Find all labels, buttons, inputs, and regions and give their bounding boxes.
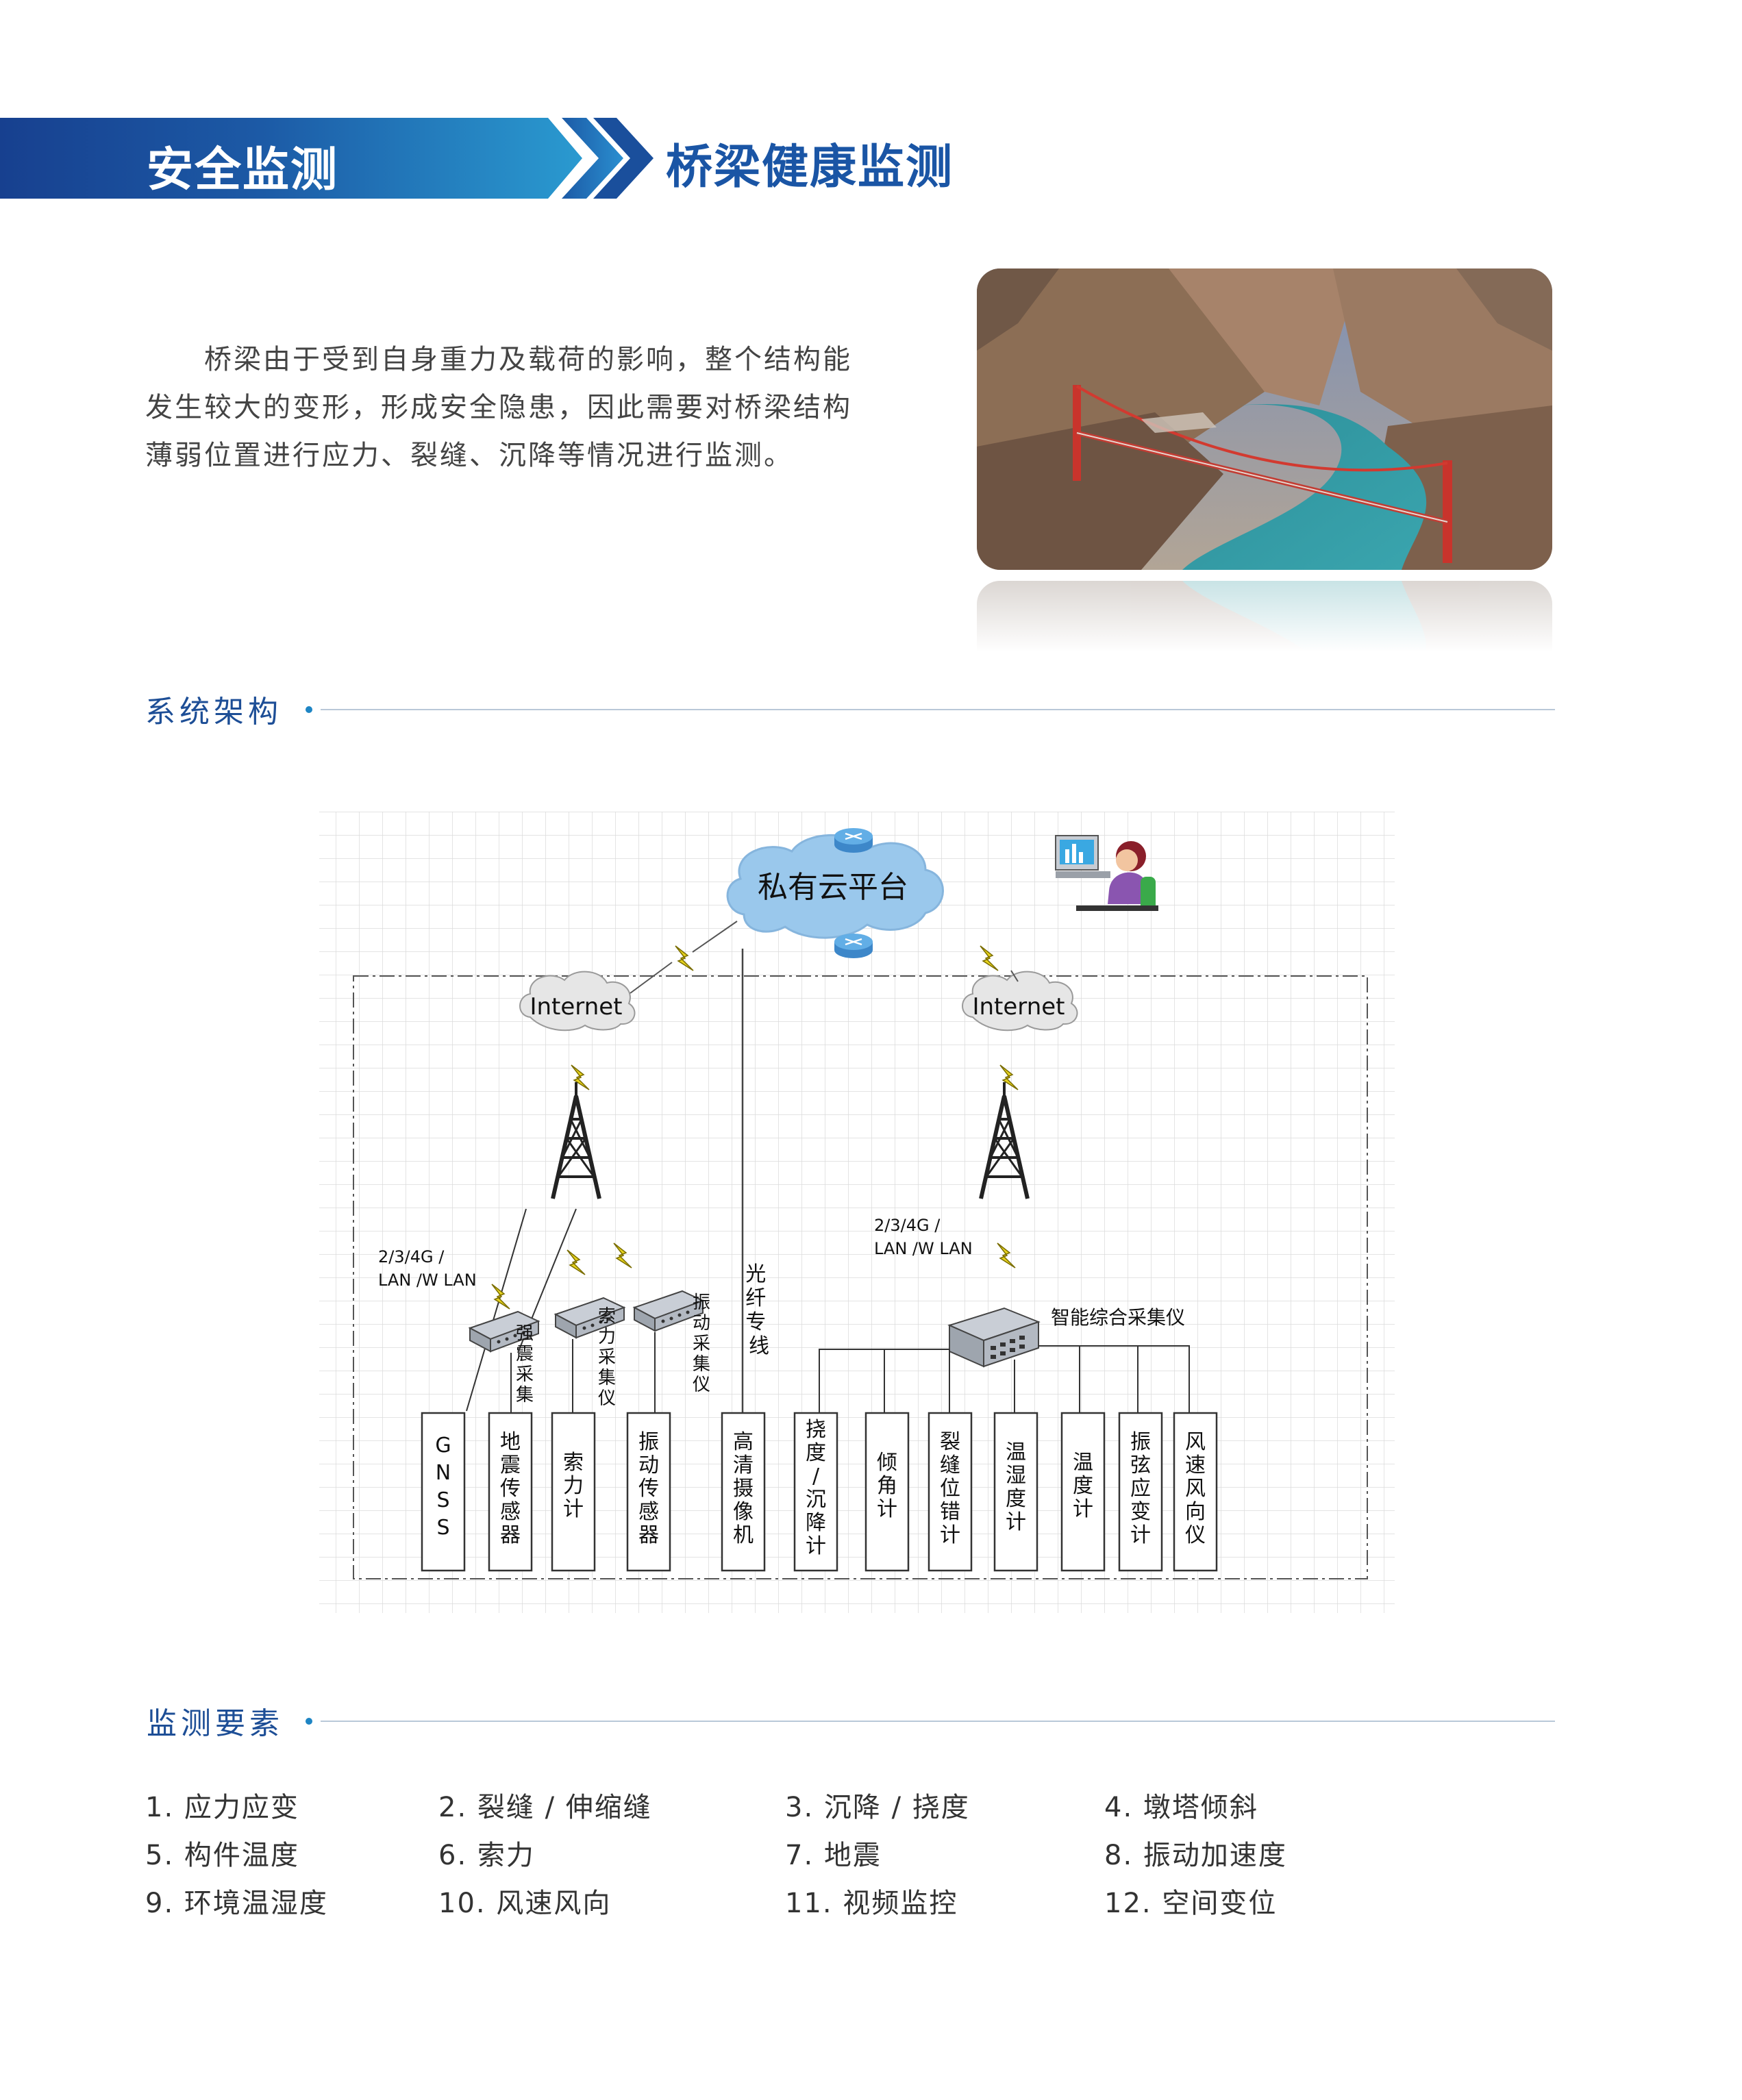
element-item: 9. 环境温湿度 [145, 1888, 328, 1919]
fiber-label-char: 线 [749, 1334, 769, 1358]
section-divider [321, 709, 1555, 710]
sensor-box-seismic [488, 1412, 533, 1572]
fiber-label-char: 纤 [745, 1286, 766, 1310]
sensor-label-vibration: 振动传感器 [638, 1430, 659, 1547]
svg-text:Internet: Internet [530, 993, 622, 1021]
header-category-banner: 安全监测 [0, 118, 582, 199]
sensor-box-temperature [1060, 1412, 1106, 1572]
sensor-label-strain: 振弦应变计 [1130, 1430, 1151, 1547]
sensor-label-crack: 裂缝位错计 [940, 1430, 960, 1547]
system-boundary [353, 975, 1368, 1579]
internet-cloud-right: Internet [962, 971, 1078, 1032]
element-item: 12. 空间变位 [1104, 1888, 1278, 1919]
router-icon [833, 827, 874, 854]
intro-line: 薄弱位置进行应力、裂缝、沉降等情况进行监测。 [145, 440, 793, 471]
smart-collector-device [947, 1307, 1041, 1368]
element-item: 7. 地震 [785, 1840, 882, 1871]
sensor-label-camera: 高清摄像机 [733, 1430, 754, 1547]
router-icon [833, 932, 874, 960]
svg-text:Internet: Internet [972, 993, 1065, 1021]
intro-line: 桥梁由于受到自身重力及载荷的影响，整个结构能 [204, 344, 852, 375]
sensor-box-vibration [626, 1412, 671, 1572]
operator-workstation-icon [1055, 835, 1158, 911]
vibration-collector-label: 振动采集仪 [693, 1292, 710, 1395]
sensor-boxes [421, 1412, 1218, 1572]
sensor-box-gnss [421, 1412, 466, 1572]
cloud-label: 私有云平台 [758, 870, 908, 905]
network-label: 2/3/4G / [378, 1247, 445, 1266]
sensor-box-crack [928, 1412, 973, 1572]
network-label: LAN /W LAN [874, 1239, 973, 1258]
sensor-label-seismic: 地震传感器 [500, 1430, 521, 1547]
fiber-label: 光 纤 专 线 [745, 1262, 773, 1358]
element-item: 3. 沉降 / 挠度 [785, 1792, 970, 1823]
smart-collector-label: 智能综合采集仪 [1051, 1306, 1185, 1329]
sensor-label-deflection: 挠度/沉降计 [806, 1418, 826, 1558]
fiber-label-char: 光 [745, 1262, 766, 1286]
element-item: 4. 墩塔倾斜 [1104, 1792, 1258, 1823]
sensor-box-cable [551, 1412, 596, 1572]
section-dot-icon [306, 706, 312, 713]
cable-collector-label: 索力采集仪 [598, 1306, 616, 1409]
private-cloud: 私有云平台 [726, 827, 944, 960]
section-title-elements: 监测要素 [147, 1706, 284, 1741]
element-item: 8. 振动加速度 [1104, 1840, 1287, 1871]
sensor-label-wind: 风速风向仪 [1185, 1430, 1206, 1547]
element-item: 1. 应力应变 [145, 1792, 299, 1823]
network-label: 2/3/4G / [874, 1216, 941, 1235]
sensor-label-inclinometer: 倾角计 [877, 1451, 897, 1521]
sensor-label-cable: 索力计 [563, 1451, 584, 1521]
intro-paragraph: 桥梁由于受到自身重力及载荷的影响，整个结构能 发生较大的变形，形成安全隐患，因此… [145, 336, 899, 479]
sensor-box-humidity [993, 1412, 1038, 1572]
intro-line: 发生较大的变形，形成安全隐患，因此需要对桥梁结构 [145, 392, 852, 423]
section-dot-icon [306, 1718, 312, 1725]
element-item: 6. 索力 [438, 1840, 535, 1871]
element-item: 10. 风速风向 [438, 1888, 612, 1919]
element-item: 5. 构件温度 [145, 1840, 299, 1871]
header-category: 安全监测 [147, 143, 339, 197]
seismic-collector-label: 强震采集 [516, 1323, 534, 1405]
section-divider [321, 1721, 1555, 1722]
bridge-photo [977, 268, 1552, 652]
network-label: LAN /W LAN [378, 1271, 477, 1290]
sensor-box-deflection [793, 1412, 838, 1572]
sensor-box-wind [1173, 1412, 1218, 1572]
architecture-diagram: 私有云平台 Internet Internet [312, 812, 1402, 1620]
fiber-label-char: 专 [745, 1310, 766, 1334]
chevron-double-icon [562, 118, 654, 199]
internet-cloud-left: Internet [519, 971, 636, 1032]
element-item: 11. 视频监控 [785, 1888, 958, 1919]
sensor-box-inclinometer [864, 1412, 910, 1572]
sensor-label-humidity: 温湿度计 [1006, 1440, 1026, 1534]
sensor-box-camera [721, 1412, 766, 1572]
sensor-label-temperature: 温度计 [1073, 1451, 1093, 1521]
element-item: 2. 裂缝 / 伸缩缝 [438, 1792, 652, 1823]
section-title-architecture: 系统架构 [145, 695, 282, 729]
sensor-box-strain [1118, 1412, 1163, 1572]
page-title: 桥梁健康监测 [666, 140, 954, 195]
